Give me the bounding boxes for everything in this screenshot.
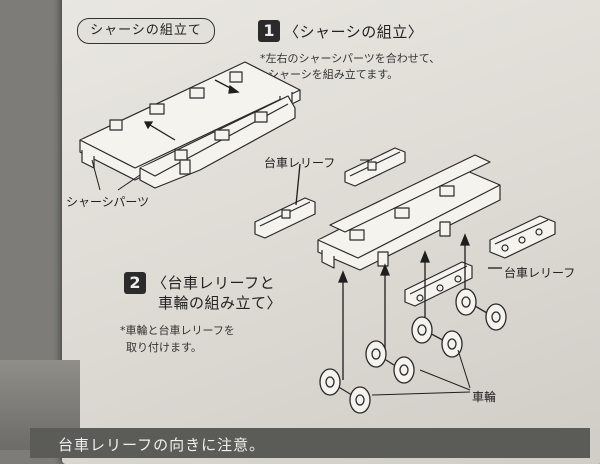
bogie-relief-right-piece <box>489 215 556 259</box>
leader-lines <box>91 159 471 396</box>
wheelset-2 <box>365 340 415 384</box>
wheelset-1 <box>319 368 371 414</box>
step-1-note-line2: シャーシを組み立てます。 <box>268 68 399 81</box>
assembly-illustration <box>79 61 556 414</box>
caution-banner-text: 台車レリーフの向きに注意。 <box>58 436 266 454</box>
label-bogie-relief-top: 台車レリーフ <box>264 156 336 170</box>
step-1-note-line1: *左右のシャーシパーツを合わせて、 <box>260 52 441 65</box>
wheelset-4 <box>455 288 507 331</box>
step-1-title: 〈シャーシの組立〉 <box>284 23 424 41</box>
label-wheels: 車輪 <box>472 390 497 404</box>
wheel-sets <box>319 288 507 414</box>
step-2-note-line2: 取り付けます。 <box>126 341 202 354</box>
assembled-chassis <box>317 154 501 271</box>
step-2-title-line1: 〈台車レリーフと <box>152 274 276 292</box>
label-bogie-relief-right: 台車レリーフ <box>504 266 576 280</box>
section-title-tag: シャーシの組立て <box>77 18 215 44</box>
chassis-part-right <box>139 95 296 189</box>
wheelset-3 <box>411 316 463 358</box>
chassis-part-left <box>79 61 301 181</box>
step-2-note-line1: *車輪と台車レリーフを <box>120 324 235 337</box>
step-1-number: 1 <box>258 20 280 42</box>
step-2-title-line2: 車輪の組み立て〉 <box>158 294 283 312</box>
bogie-relief-upper <box>344 147 406 187</box>
step-2-number: 2 <box>124 272 146 294</box>
bogie-relief-left <box>254 197 316 239</box>
label-chassis-parts: シャーシパーツ <box>66 195 150 209</box>
bogie-relief-mid <box>404 261 473 307</box>
